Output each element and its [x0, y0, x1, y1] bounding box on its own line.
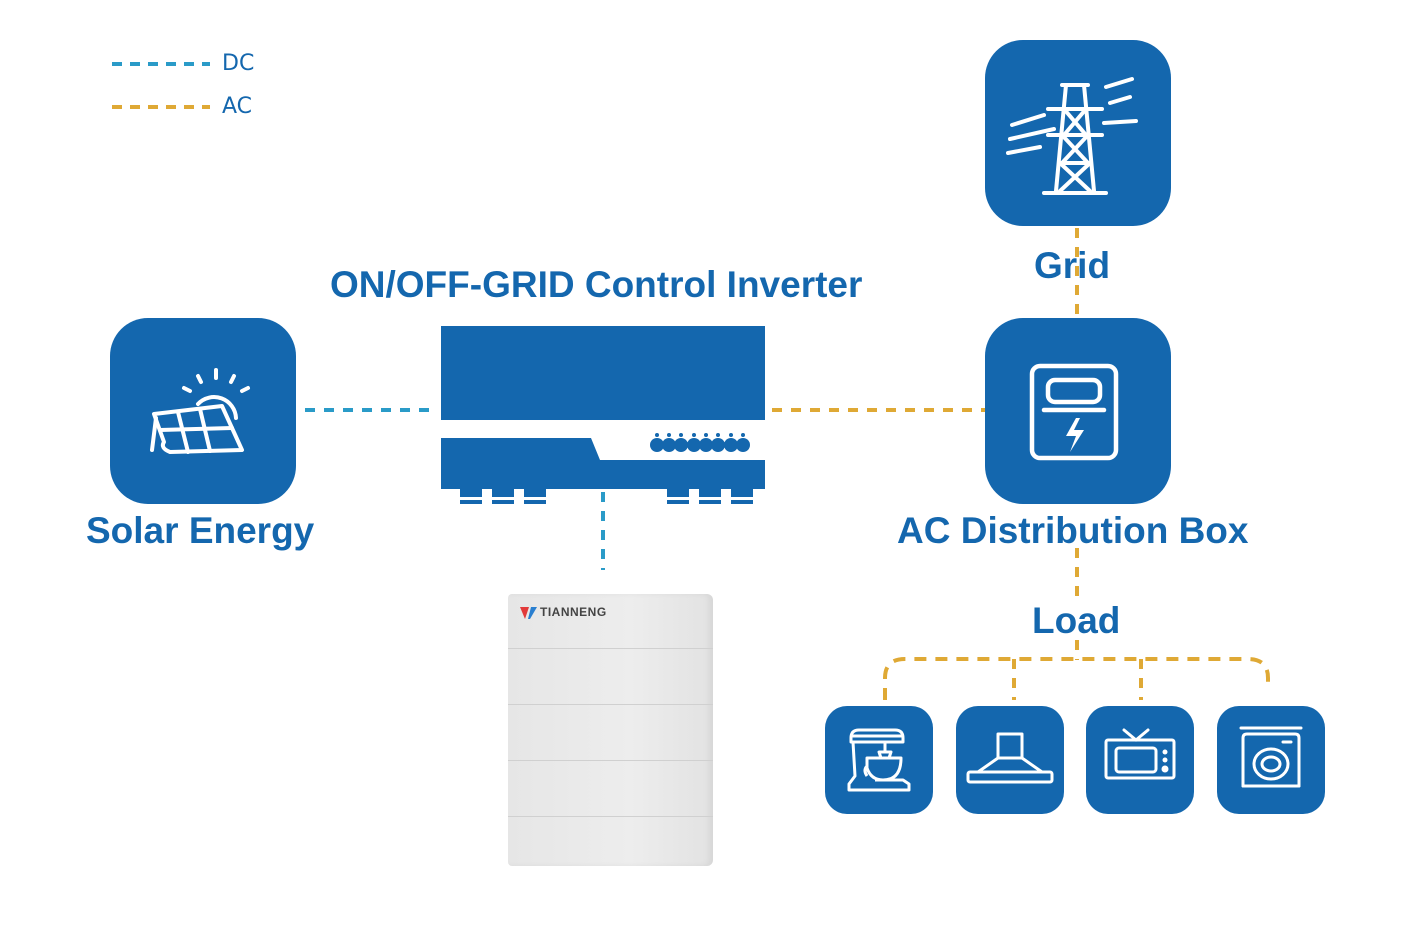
inverter-label: ON/OFF-GRID Control Inverter: [330, 264, 863, 305]
battery-divider: [508, 816, 713, 817]
load-appliance-tv: [1086, 706, 1194, 814]
battery-divider: [508, 760, 713, 761]
load-label: Load: [1032, 600, 1121, 641]
solar-tile: [110, 318, 296, 504]
ac-line-load-bus: [883, 657, 1270, 700]
distribution-box-label: AC Distribution Box: [897, 510, 1249, 551]
battery-divider: [508, 704, 713, 705]
grid-label: Grid: [1034, 245, 1111, 286]
load-appliance-washer: [1217, 706, 1325, 814]
legend-dc-line: [112, 62, 210, 66]
battery-brand: TIANNENG: [540, 605, 607, 619]
legend-ac-label: AC: [222, 94, 253, 119]
tv-icon: [1104, 728, 1176, 780]
solar-panel-sun-icon: [150, 368, 250, 454]
inverter-icon: [441, 326, 765, 504]
solar-label: Solar Energy: [86, 510, 315, 551]
legend-ac-line: [112, 105, 210, 109]
legend-dc-label: DC: [222, 51, 255, 76]
battery-cabinet-icon: TIANNENG: [508, 594, 713, 866]
load-appliance-mixer: [825, 706, 933, 814]
load-appliance-hood: [956, 706, 1064, 814]
grid-tile: [985, 40, 1171, 226]
washing-machine-icon: [1239, 726, 1303, 788]
meter-box-icon: [1029, 363, 1119, 461]
battery-divider: [508, 648, 713, 649]
tianneng-logo-icon: [520, 607, 537, 619]
stand-mixer-icon: [847, 728, 911, 792]
distribution-box-tile: [985, 318, 1171, 504]
transmission-tower-icon: [1006, 77, 1138, 195]
range-hood-icon: [966, 732, 1054, 784]
